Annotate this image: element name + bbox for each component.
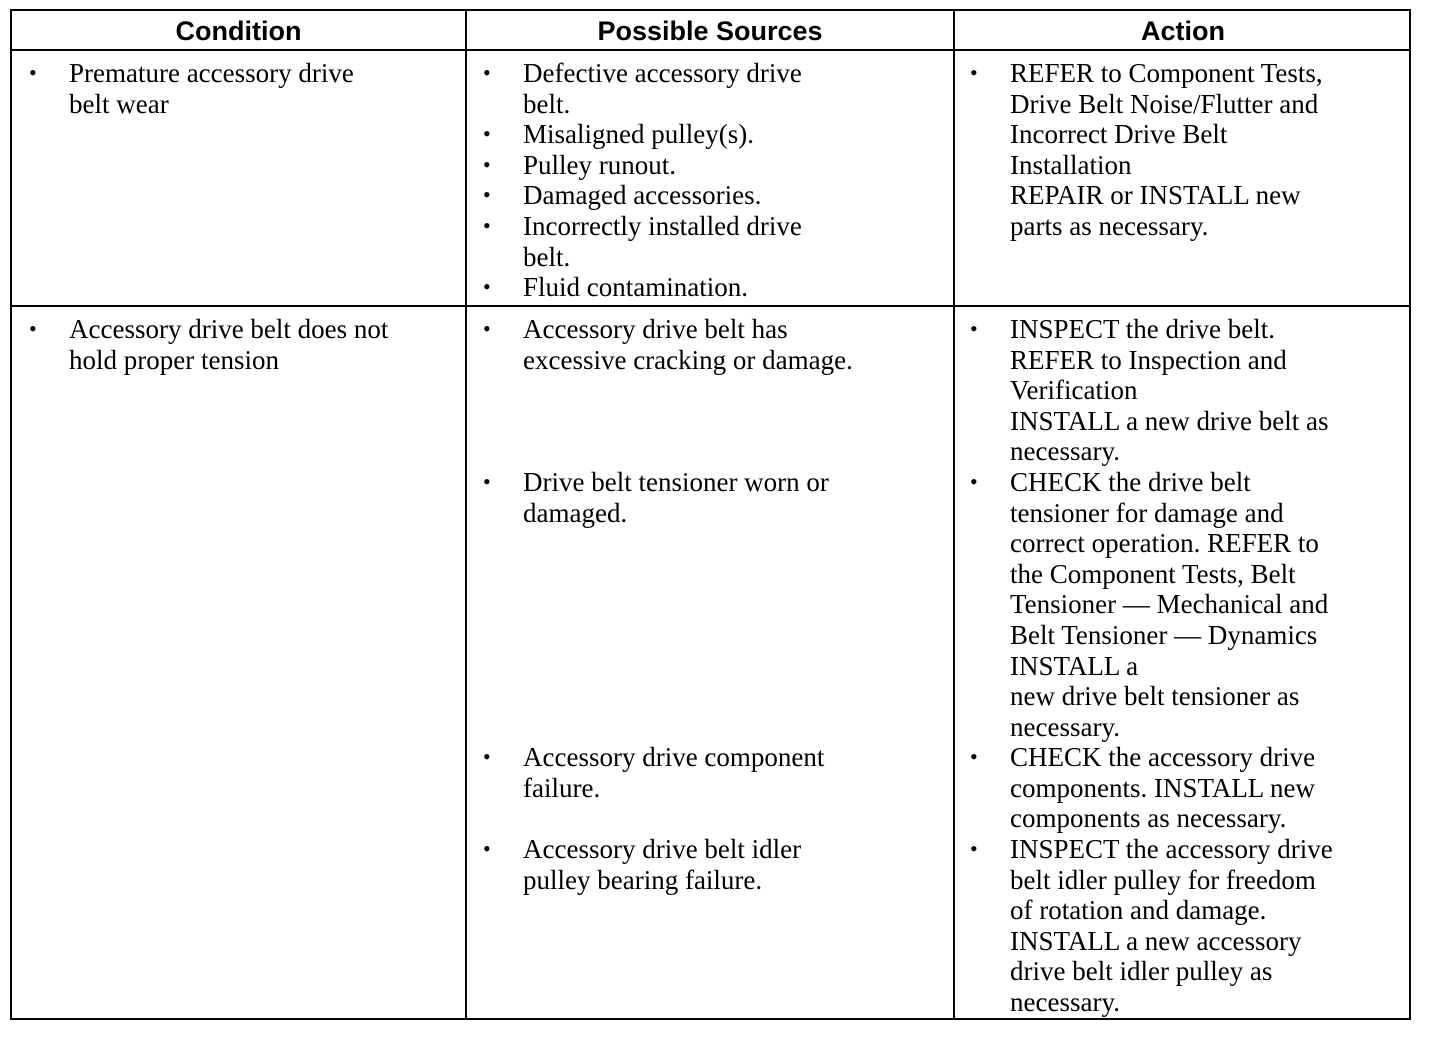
bullet-icon: • bbox=[483, 316, 491, 341]
source-text: Accessory drive component failure. bbox=[523, 742, 825, 803]
source-text: Pulley runout. bbox=[523, 150, 676, 180]
header-sources: Possible Sources bbox=[597, 15, 823, 46]
source-text: Defective accessory drive belt. bbox=[523, 58, 802, 119]
row-divider bbox=[12, 305, 1409, 307]
bullet-icon: • bbox=[970, 744, 978, 769]
diagnosis-table: Condition Possible Sources Action • Prem… bbox=[10, 9, 1411, 1020]
source-text: Drive belt tensioner worn or damaged. bbox=[523, 467, 829, 528]
bullet-icon: • bbox=[483, 121, 491, 146]
source-text: Incorrectly installed drive belt. bbox=[523, 211, 802, 272]
bullet-icon: • bbox=[970, 836, 978, 861]
source-text: Damaged accessories. bbox=[523, 180, 762, 210]
bullet-icon: • bbox=[29, 316, 37, 341]
action-text: REFER to Component Tests, Drive Belt Noi… bbox=[1010, 58, 1323, 241]
source-text: Fluid contamination. bbox=[523, 272, 748, 302]
action-text: CHECK the accessory drive components. IN… bbox=[1010, 742, 1316, 834]
bullet-icon: • bbox=[29, 60, 37, 85]
bullet-icon: • bbox=[970, 469, 978, 494]
bullet-icon: • bbox=[483, 836, 491, 861]
bullet-icon: • bbox=[970, 60, 978, 85]
bullet-icon: • bbox=[970, 316, 978, 341]
bullet-icon: • bbox=[483, 274, 491, 299]
action-text: INSPECT the accessory drive belt idler p… bbox=[1010, 834, 1333, 1017]
bullet-icon: • bbox=[483, 152, 491, 177]
header-divider bbox=[12, 49, 1409, 51]
column-divider-1 bbox=[465, 11, 467, 1018]
source-text: Accessory drive belt idler pulley bearin… bbox=[523, 834, 802, 895]
bullet-icon: • bbox=[483, 60, 491, 85]
bullet-icon: • bbox=[483, 469, 491, 494]
condition-text: Accessory drive belt does not hold prope… bbox=[69, 314, 389, 375]
bullet-icon: • bbox=[483, 213, 491, 238]
action-text: INSPECT the drive belt. REFER to Inspect… bbox=[1010, 314, 1329, 467]
bullet-icon: • bbox=[483, 182, 491, 207]
header-condition: Condition bbox=[175, 15, 302, 46]
bullet-icon: • bbox=[483, 744, 491, 769]
column-divider-2 bbox=[953, 11, 955, 1018]
source-text: Accessory drive belt has excessive crack… bbox=[523, 314, 853, 375]
condition-text: Premature accessory drive belt wear bbox=[69, 58, 354, 119]
action-text: CHECK the drive belt tensioner for damag… bbox=[1010, 467, 1329, 742]
header-action: Action bbox=[1141, 15, 1225, 46]
source-text: Misaligned pulley(s). bbox=[523, 119, 754, 149]
